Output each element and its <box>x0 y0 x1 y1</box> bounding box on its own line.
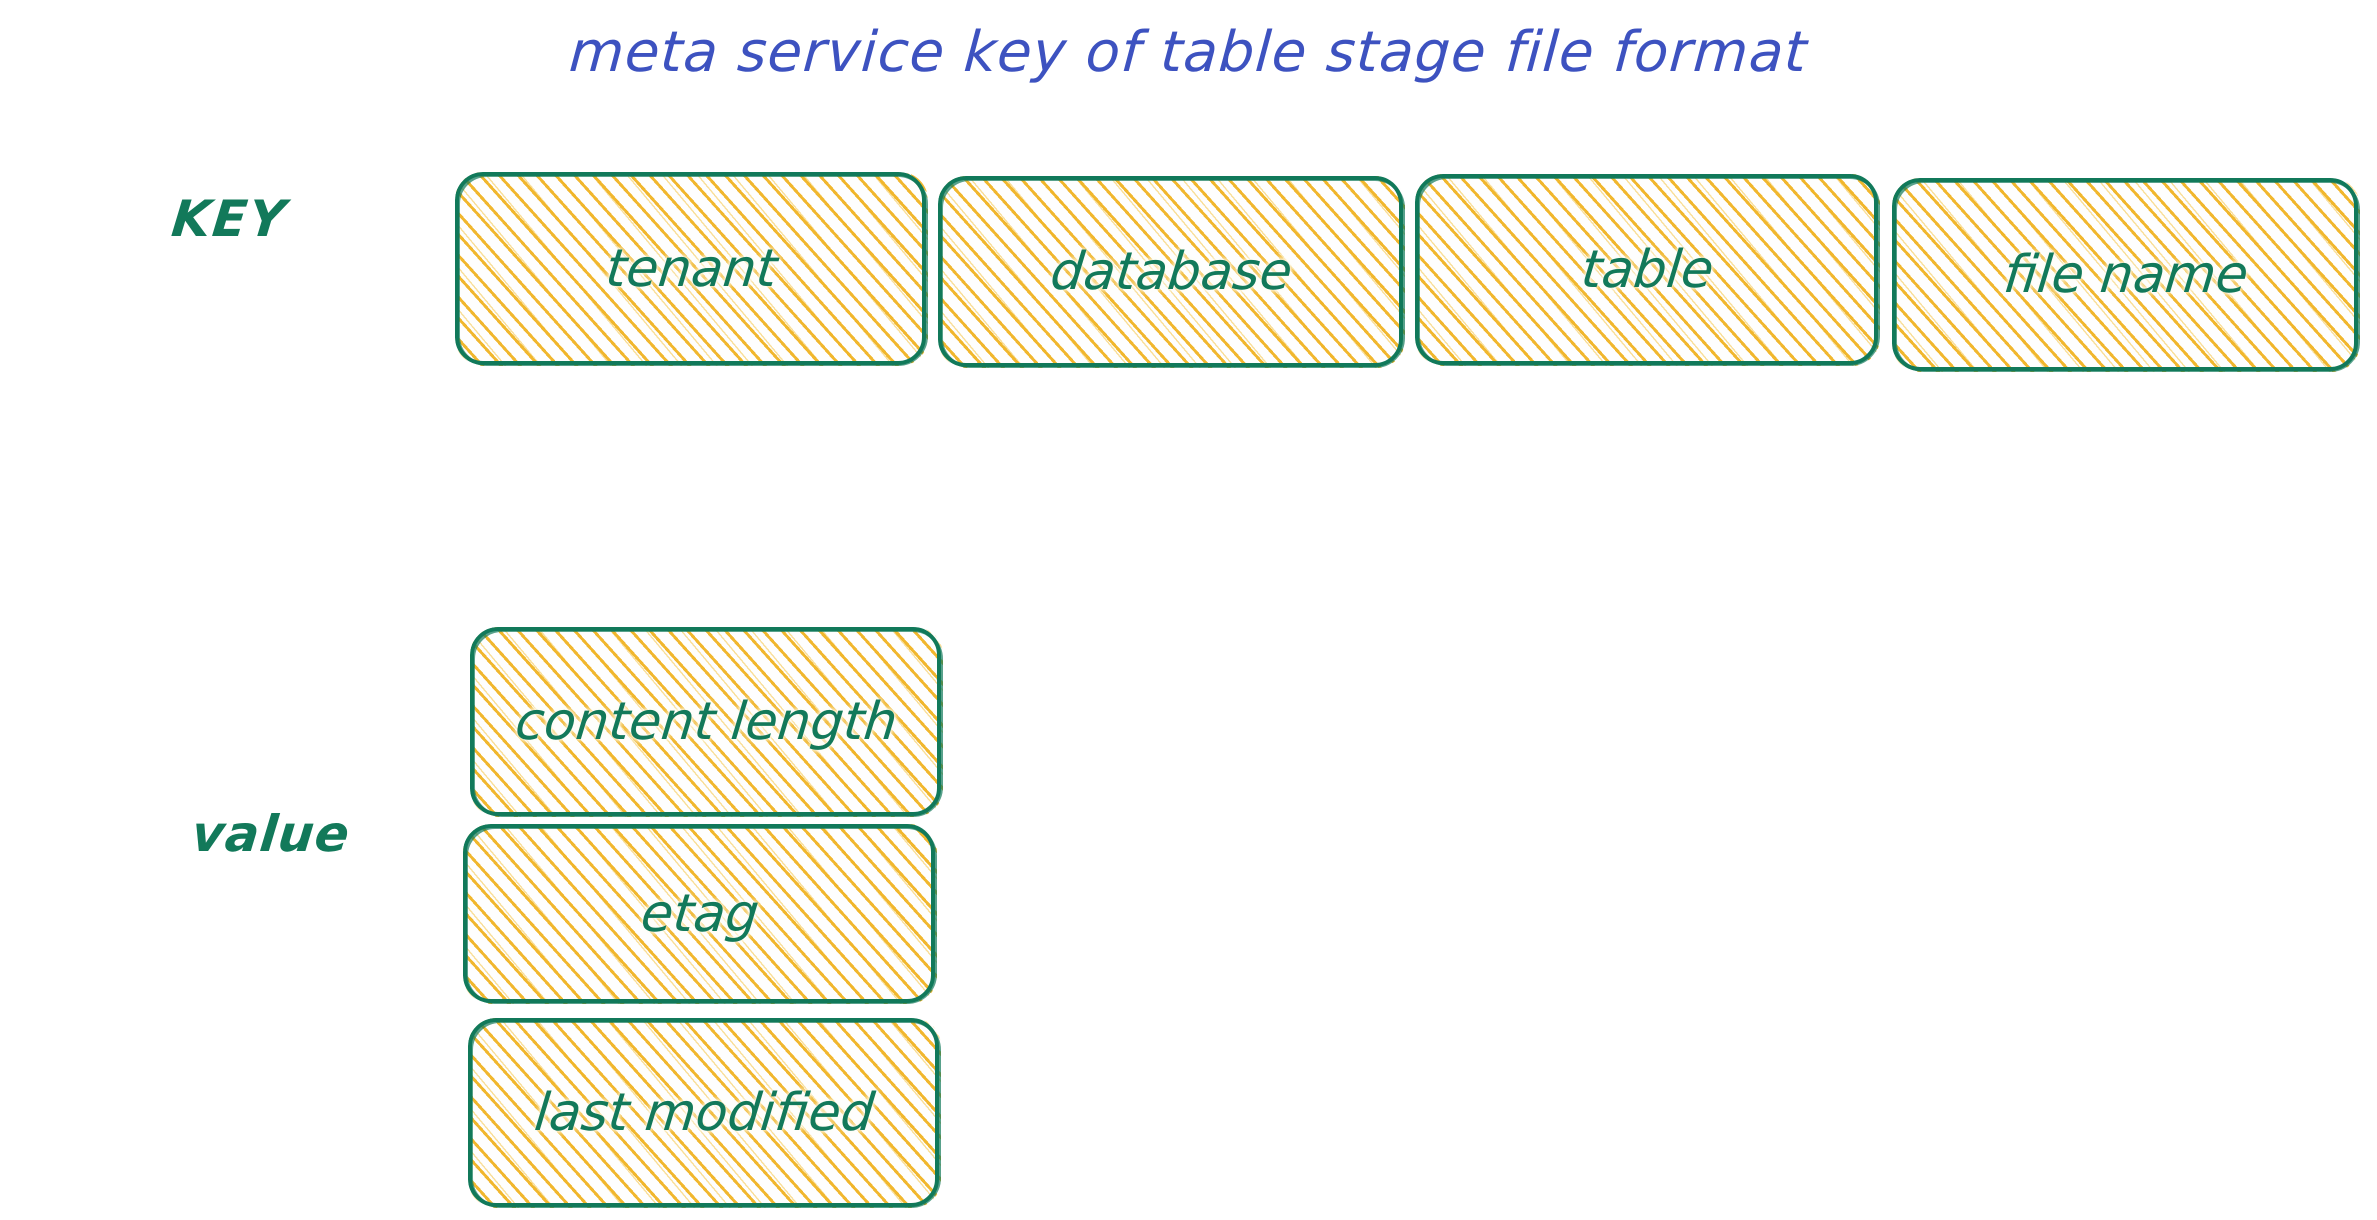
value-box-last-modified: last modified <box>468 1018 941 1208</box>
key-box-tenant-label: tenant <box>603 239 780 299</box>
key-box-database-label: database <box>1047 242 1296 302</box>
value-box-content-length-label: content length <box>512 692 901 752</box>
key-box-database: database <box>938 176 1405 368</box>
key-box-table: table <box>1415 174 1880 366</box>
value-box-last-modified-label: last modified <box>531 1083 878 1143</box>
value-box-etag-label: etag <box>638 884 762 944</box>
value-box-etag: etag <box>463 824 937 1004</box>
key-box-tenant: tenant <box>455 172 928 366</box>
page-title: meta service key of table stage file for… <box>567 20 1810 85</box>
key-section-label: KEY <box>168 190 291 248</box>
key-box-file-name: file name <box>1892 178 2360 372</box>
key-box-table-label: table <box>1578 240 1717 300</box>
value-section-label: value <box>188 805 354 863</box>
value-box-content-length: content length <box>470 627 943 817</box>
key-box-file-name-label: file name <box>2000 245 2252 305</box>
